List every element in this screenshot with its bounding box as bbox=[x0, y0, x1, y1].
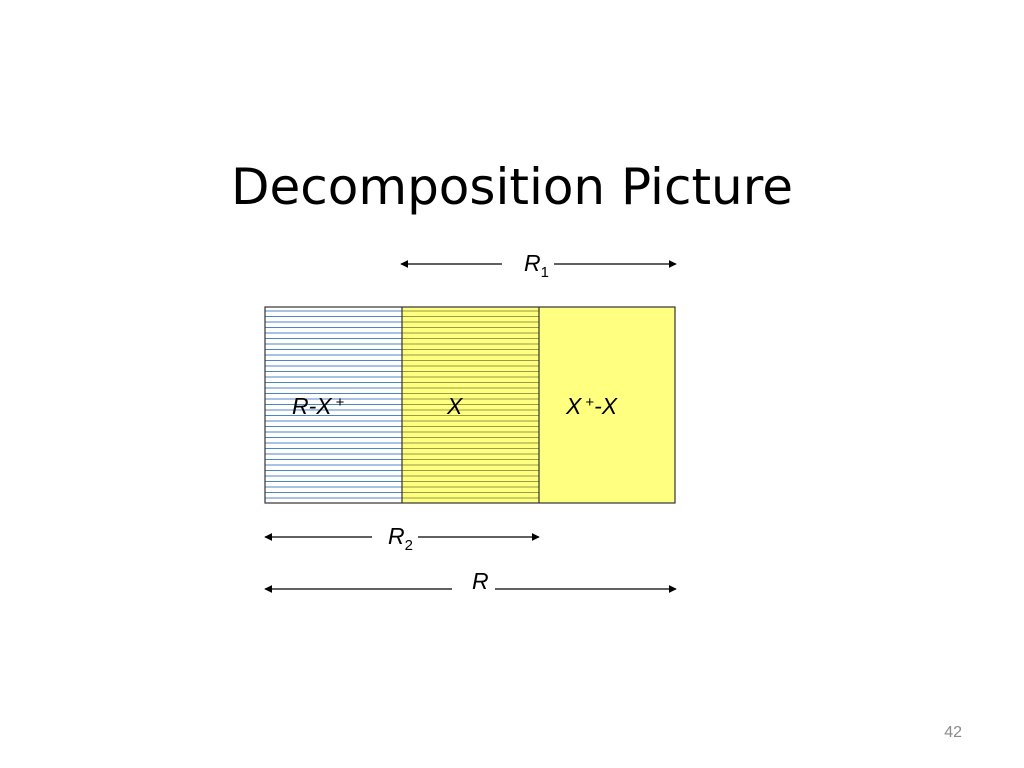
olive-hatch-lines bbox=[402, 310, 539, 499]
diagram-outline bbox=[264, 306, 676, 504]
slide-title: Decomposition Picture bbox=[231, 158, 793, 216]
label-xplus-minus-x: X+-X bbox=[565, 393, 619, 419]
slide-number: 42 bbox=[944, 724, 962, 741]
label-x: X bbox=[446, 393, 464, 419]
label-r-minus-xplus: R-X+ bbox=[292, 393, 345, 419]
region-xplus-minus-x bbox=[539, 307, 675, 503]
label-r2: R2 bbox=[388, 523, 413, 554]
blue-hatch-lines bbox=[265, 310, 402, 499]
label-r: R bbox=[472, 568, 489, 594]
label-r1: R1 bbox=[524, 250, 549, 281]
